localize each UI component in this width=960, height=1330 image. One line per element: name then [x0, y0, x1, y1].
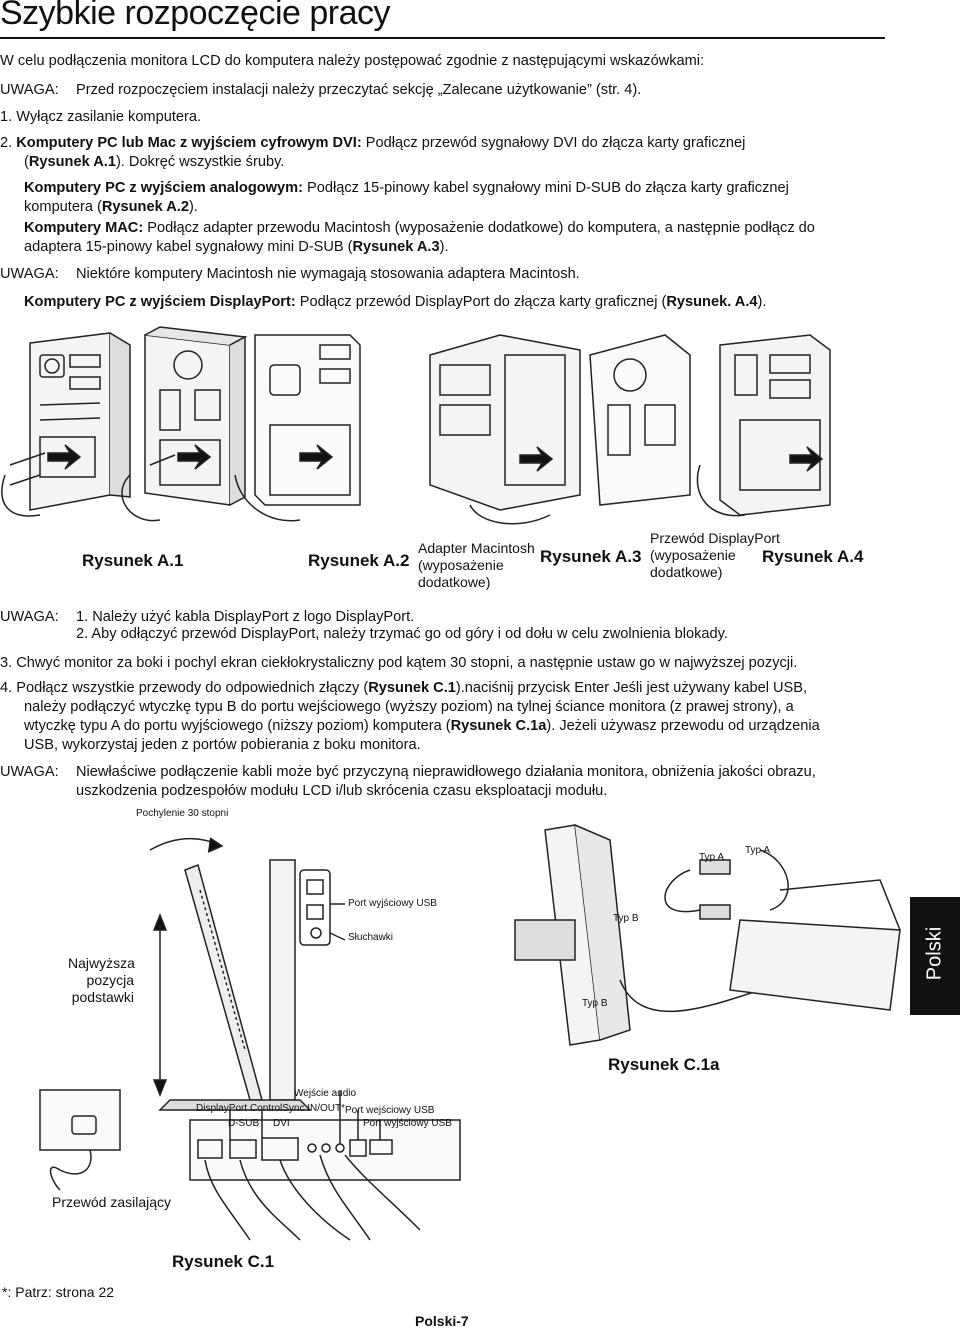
note4-line2: uszkodzenia podzespołów modułu LCD i/lub…	[76, 783, 608, 799]
mac-text: Podłącz adapter przewodu Macintosh (wypo…	[143, 220, 815, 236]
step2-line1: 2. Komputery PC lub Mac z wyjściem cyfro…	[0, 134, 745, 153]
dp-cable-3: dodatkowe)	[650, 564, 723, 580]
dp-bold: Komputery PC z wyjściem DisplayPort:	[24, 294, 296, 310]
note2-label: UWAGA:	[0, 266, 59, 282]
step4-line3-a: wtyczkę typu A do portu wyjściowego (niż…	[24, 718, 451, 734]
fig-a4-caption: Rysunek A.4	[762, 547, 864, 566]
usb-out-label: Port wyjściowy USB	[348, 898, 437, 909]
mac-bold: Komputery MAC:	[24, 220, 144, 236]
step4-line3: wtyczkę typu A do portu wyjściowego (niż…	[24, 717, 820, 736]
fig-c1-caption: Rysunek C.1	[172, 1252, 275, 1271]
analog-line1: Komputery PC z wyjściem analogowym: Podł…	[24, 179, 789, 198]
page-footer: Polski-7	[415, 1313, 469, 1329]
highest-1: Najwyższa	[68, 955, 135, 971]
controlsync-label: ControlSync IN/OUT*	[250, 1103, 346, 1114]
figure-a-illustrations	[1, 326, 831, 525]
note4-line1: Niewłaściwe podłączenie kabli może być p…	[76, 764, 816, 780]
step2-line2: (Rysunek A.1). Dokręć wszystkie śruby.	[24, 153, 284, 172]
type-b-label-2: Typ B	[582, 998, 608, 1009]
ref-a3: Rysunek A.3	[352, 239, 440, 255]
highest-2: pozycja	[86, 972, 134, 988]
note3-label: UWAGA:	[0, 609, 59, 625]
dp-line: Komputery PC z wyjściem DisplayPort: Pod…	[24, 293, 766, 312]
note3-line2: 2. Aby odłączyć przewód DisplayPort, nal…	[76, 626, 728, 642]
note1-label: UWAGA:	[0, 82, 59, 98]
audio-in-label: Wejście audio	[294, 1088, 357, 1099]
mac-adapter-3: dodatkowe)	[418, 574, 491, 590]
tilt-label: Pochylenie 30 stopni	[136, 808, 229, 819]
displayport-label: DisplayPort	[196, 1103, 248, 1114]
analog-line2: komputera (Rysunek A.2).	[24, 198, 198, 217]
mac-adapter-1: Adapter Macintosh	[418, 540, 535, 556]
step2-num: 2.	[0, 135, 13, 151]
mac-line1: Komputery MAC: Podłącz adapter przewodu …	[24, 219, 815, 238]
analog-line2-text: komputera (	[24, 199, 102, 215]
step4-a: 4. Podłącz wszystkie przewody do odpowie…	[0, 680, 369, 696]
analog-bold: Komputery PC z wyjściem analogowym:	[24, 180, 303, 196]
usb-out-port-label: Port wyjściowy USB	[363, 1118, 452, 1129]
pc-tower-a2	[121, 326, 248, 522]
mac-line2-end: ).	[439, 239, 449, 255]
mac-line2: adaptera 15-pinowy kabel sygnałowy mini …	[24, 238, 449, 257]
mac-tower-a3	[429, 334, 581, 525]
fig-c1a-caption: Rysunek C.1a	[608, 1055, 720, 1074]
step4-line1: 4. Podłącz wszystkie przewody do odpowie…	[0, 679, 807, 698]
ref-c1: Rysunek C.1	[368, 680, 456, 696]
dp-end: ).	[757, 294, 767, 310]
monitor-rear-c1a	[514, 824, 901, 1046]
note2-text: Niektóre komputery Macintosh nie wymagaj…	[76, 266, 580, 282]
step2-line2-text: ). Dokręć wszystkie śruby.	[115, 154, 285, 170]
mac-line2-text: adaptera 15-pinowy kabel sygnałowy mini …	[24, 239, 353, 255]
power-cord-label: Przewód zasilający	[52, 1194, 172, 1210]
note4-label: UWAGA:	[0, 764, 59, 780]
dsub-label: D-SUB	[228, 1118, 260, 1129]
step4-line4: USB, wykorzystaj jeden z portów pobieran…	[24, 737, 421, 753]
dp-cable-1: Przewód DisplayPort	[650, 530, 780, 546]
fig-a1-caption: Rysunek A.1	[82, 551, 184, 570]
ref-a4: Rysunek. A.4	[666, 294, 758, 310]
type-a-label-2: Typ A	[745, 845, 771, 856]
power-connector	[39, 1089, 121, 1191]
language-tab: Polski	[910, 897, 960, 1015]
step2-bold: Komputery PC lub Mac z wyjściem cyfrowym…	[16, 135, 362, 151]
paren: (	[24, 154, 29, 170]
step4-line3-b: ). Jeżeli używasz przewodu od urządzenia	[546, 718, 820, 734]
language-tab-label: Polski	[923, 926, 946, 981]
figure-c-illustrations	[39, 824, 901, 1241]
intro-text: W celu podłączenia monitora LCD do kompu…	[0, 53, 705, 69]
analog-text: Podłącz 15-pinowy kabel sygnałowy mini D…	[302, 180, 789, 196]
ref-a2: Rysunek A.2	[101, 199, 189, 215]
dp-text: Podłącz przewód DisplayPort do złącza ka…	[295, 294, 667, 310]
rear-connector-panel	[189, 1090, 461, 1241]
highest-3: podstawki	[71, 989, 134, 1005]
mac-adapter-2: (wyposażenie	[418, 557, 504, 573]
step4-b: ).naciśnij przycisk Enter Jeśli jest uży…	[455, 680, 808, 696]
usb-side-panel	[299, 869, 346, 946]
headphones-label: Słuchawki	[348, 932, 394, 943]
dvi-label: DVI	[273, 1118, 290, 1129]
pc-rear-a1	[234, 334, 361, 522]
step1-text: 1. Wyłącz zasilanie komputera.	[0, 109, 202, 125]
usb-in-port-label: Port wejściowy USB	[345, 1105, 435, 1116]
analog-line2-end: ).	[188, 199, 198, 215]
step4-line2: należy podłączyć wtyczkę typu B do portu…	[24, 699, 794, 715]
note3-line1: 1. Należy użyć kabla DisplayPort z logo …	[76, 609, 415, 625]
ref-a1: Rysunek A.1	[28, 154, 116, 170]
fig-a3-caption: Rysunek A.3	[540, 547, 642, 566]
dp-cable-2: (wyposażenie	[650, 547, 736, 563]
type-a-label-1: Typ A	[699, 852, 725, 863]
pc-tower-a1	[1, 332, 131, 517]
monitor-side-view	[149, 837, 312, 1111]
step3-text: 3. Chwyć monitor za boki i pochyl ekran …	[0, 655, 798, 671]
ref-c1a: Rysunek C.1a	[450, 718, 547, 734]
page-title: Szybkie rozpoczęcie pracy	[0, 0, 391, 32]
mac-rear-a3	[589, 334, 691, 506]
type-b-label-1: Typ B	[613, 913, 639, 924]
footnote: *: Patrz: strona 22	[2, 1284, 115, 1300]
note1-text: Przed rozpoczęciem instalacji należy prz…	[76, 82, 642, 98]
pc-tower-a4	[696, 334, 831, 517]
title-rule	[0, 37, 885, 39]
step2-text: Podłącz przewód sygnałowy DVI do złącza …	[361, 135, 746, 151]
fig-a2-caption: Rysunek A.2	[308, 551, 410, 570]
